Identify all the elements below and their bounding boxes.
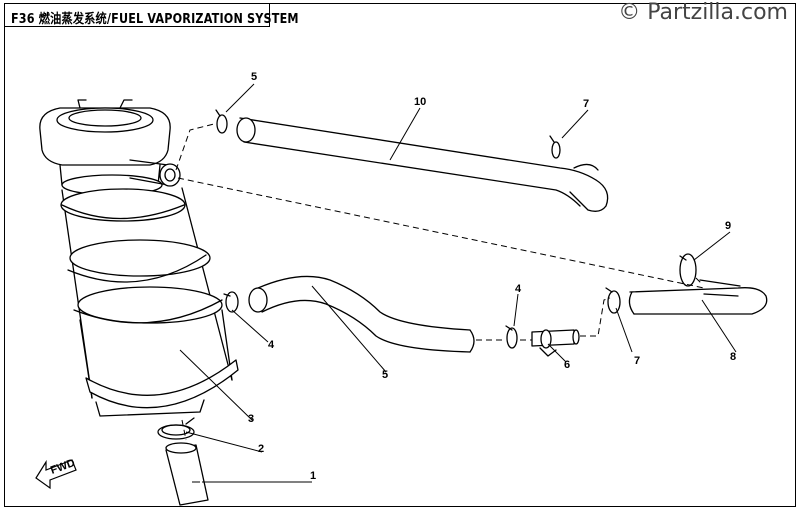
watermark: © Partzilla.com bbox=[618, 0, 788, 25]
clamp-9[interactable] bbox=[679, 253, 697, 287]
hose-10[interactable] bbox=[236, 117, 609, 212]
callout-7a: 7 bbox=[583, 98, 589, 110]
clamp-4b[interactable] bbox=[505, 325, 518, 349]
clamp-7a[interactable] bbox=[549, 135, 561, 159]
hose-1[interactable] bbox=[165, 442, 209, 506]
callout-4b: 4 bbox=[515, 283, 522, 295]
leader-lines bbox=[179, 83, 737, 483]
hose-8[interactable] bbox=[628, 279, 768, 315]
clamp-2[interactable] bbox=[157, 417, 195, 440]
callout-5b: 5 bbox=[382, 369, 388, 381]
title-box: F36 燃油蒸发系统/FUEL VAPORIZATION SYSTEM bbox=[4, 3, 299, 27]
clamp-5a[interactable] bbox=[215, 109, 228, 134]
callout-4a: 4 bbox=[268, 339, 275, 351]
diagram-title: F36 燃油蒸发系统/FUEL VAPORIZATION SYSTEM bbox=[11, 12, 299, 27]
callout-numbers: 1 2 3 4 4 5 5 6 7 7 8 9 10 bbox=[248, 71, 736, 482]
callout-1: 1 bbox=[310, 470, 316, 482]
connector-6[interactable] bbox=[531, 329, 580, 357]
callout-7b: 7 bbox=[634, 355, 640, 367]
callout-5a: 5 bbox=[251, 71, 257, 83]
callout-2: 2 bbox=[258, 443, 264, 455]
clamp-7b[interactable] bbox=[605, 287, 621, 314]
clamp-4a[interactable] bbox=[223, 291, 239, 313]
callout-3: 3 bbox=[248, 413, 254, 425]
hose-5[interactable] bbox=[248, 275, 475, 353]
callout-9: 9 bbox=[725, 220, 731, 232]
front-arrow-icon: FWD bbox=[35, 457, 77, 490]
callout-6: 6 bbox=[564, 359, 570, 371]
assembly-lines bbox=[175, 123, 705, 441]
callout-10: 10 bbox=[414, 96, 426, 108]
canister[interactable] bbox=[39, 99, 239, 417]
callout-8: 8 bbox=[730, 351, 736, 363]
